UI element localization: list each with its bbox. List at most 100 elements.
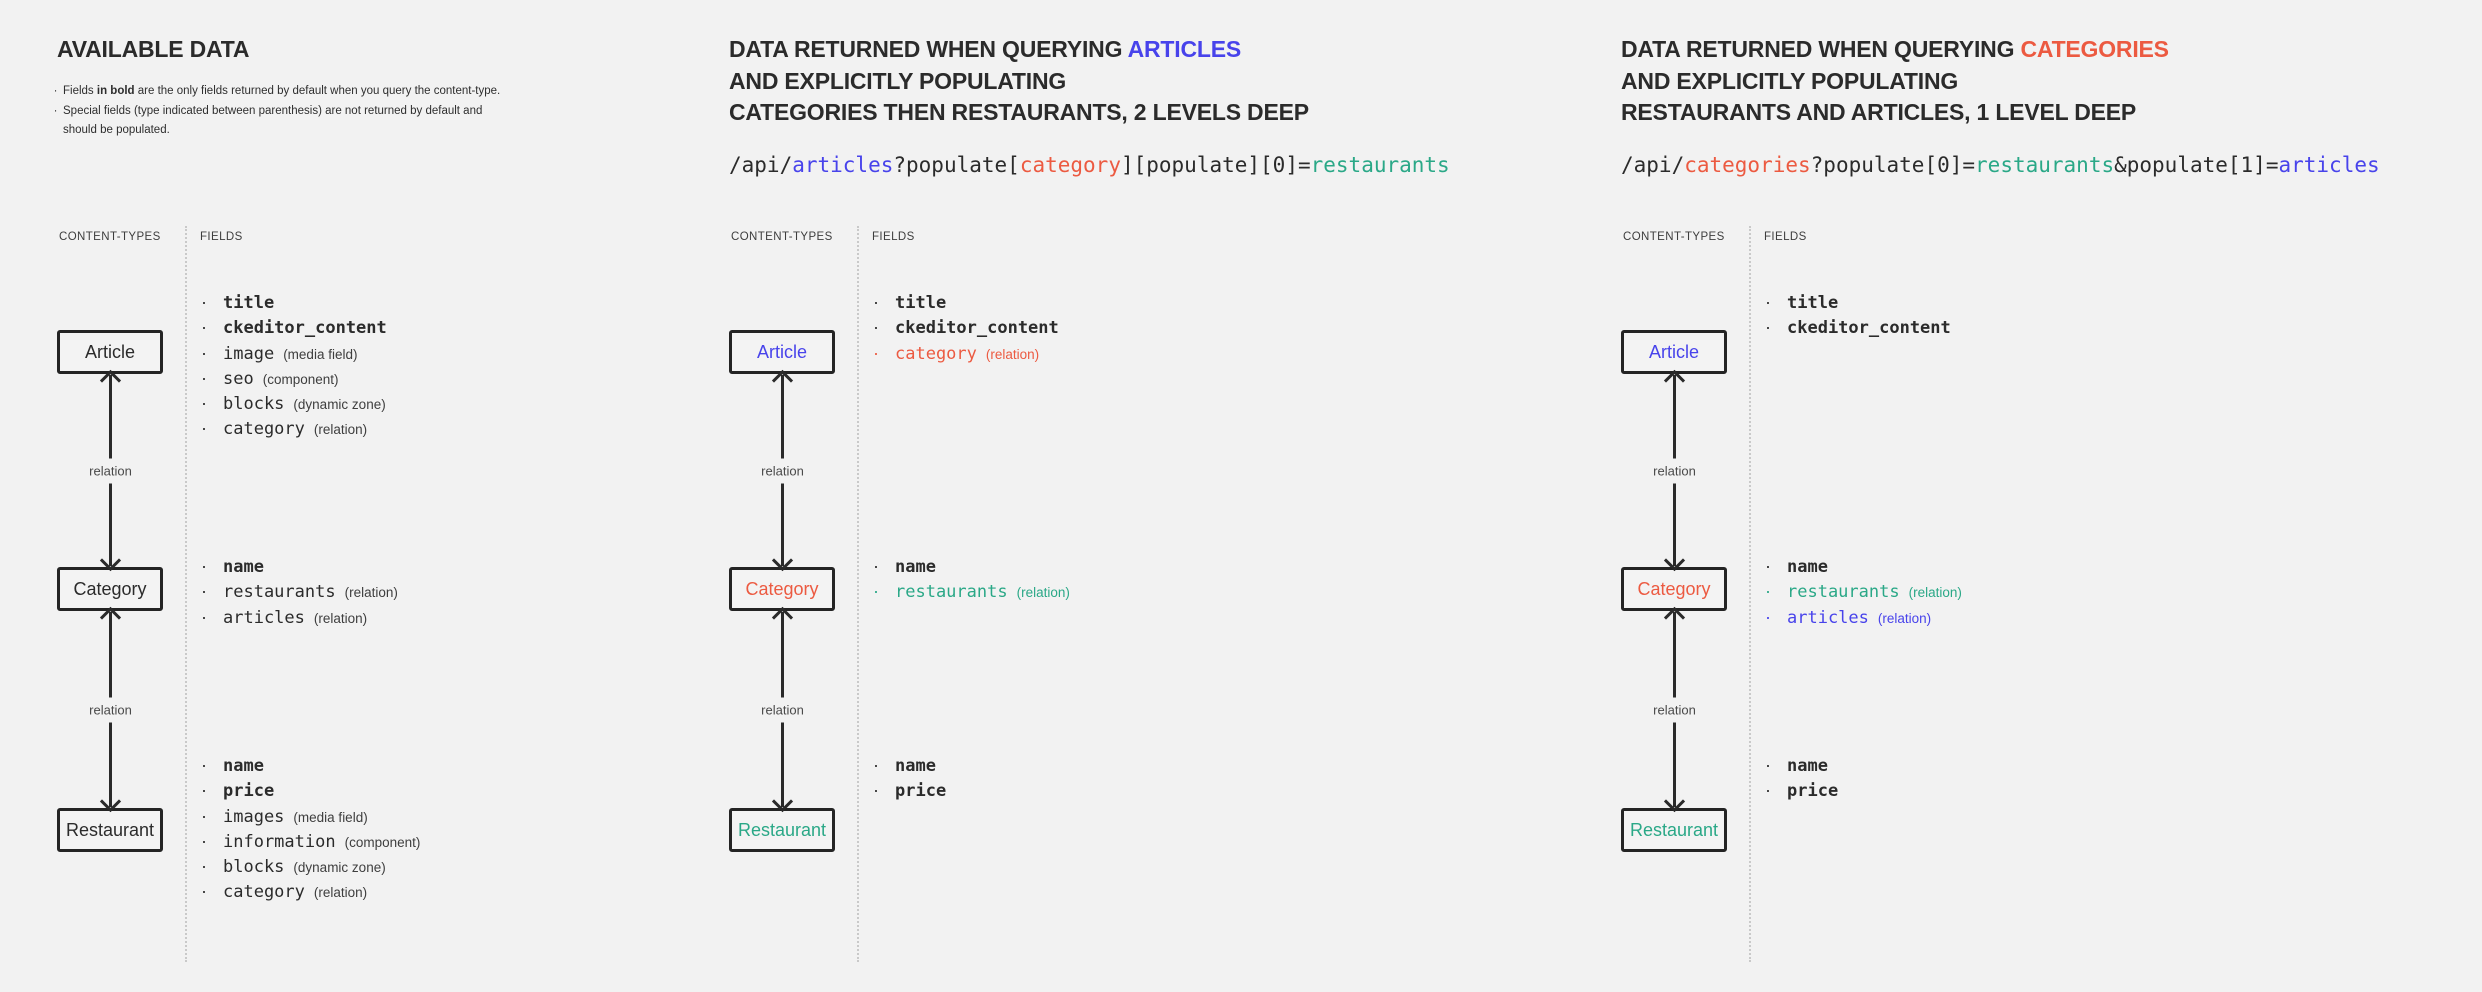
note-text: Fields in bold are the only fields retur… <box>63 82 518 102</box>
api-query: /api/categories?populate[0]=restaurants&… <box>1621 152 2380 178</box>
bullet-icon: · <box>201 393 207 414</box>
bullet-icon: · <box>873 342 879 363</box>
field-row: · price <box>873 778 946 803</box>
bullet-icon: · <box>873 317 879 338</box>
note-item: · Fields in bold are the only fields retu… <box>48 82 528 102</box>
field-name: blocks <box>223 394 285 415</box>
bullet-icon: · <box>873 292 879 312</box>
node-article: Article <box>57 330 163 374</box>
field-group: ·title·ckeditor_content·category(relatio… <box>873 290 1059 366</box>
bullet-icon: · <box>1765 606 1771 627</box>
field-row: · image (media field) <box>201 341 387 366</box>
field-name: title <box>1787 293 1839 313</box>
field-name: name <box>223 756 264 776</box>
field-name: ckeditor_content <box>895 318 1059 339</box>
column-header-content-types: CONTENT-TYPES <box>59 231 161 243</box>
bullet-icon: · <box>1765 755 1771 775</box>
api-segment: categories <box>1684 153 1811 177</box>
node-label: Category <box>745 579 819 599</box>
bullet-icon: · <box>1765 317 1771 338</box>
api-segment: /api/ <box>729 153 793 177</box>
field-group: · name· price <box>1765 753 1838 804</box>
field-group: ·title·ckeditor_content·image(media fiel… <box>201 290 387 442</box>
relation-label: relation <box>756 458 809 483</box>
field-name: price <box>895 781 947 802</box>
field-row: ·articles(relation) <box>1765 605 1962 630</box>
bullet-icon: · <box>201 830 207 851</box>
field-name: category <box>895 343 977 364</box>
field-type: (dynamic zone) <box>293 397 386 413</box>
field-row: · blocks (dynamic zone) <box>201 391 387 416</box>
relation-edge: relation <box>756 606 809 813</box>
field-name: name <box>1787 756 1828 776</box>
api-query: /api/articles?populate[category][populat… <box>729 152 1450 178</box>
field-name: image <box>223 343 275 364</box>
field-name: price <box>223 781 275 802</box>
heading-segment: RESTAURANTS AND ARTICLES, 1 LEVEL DEEP <box>1621 99 2137 125</box>
panel-available-data: AVAILABLE DATA · Fields in bold are the on… <box>54 0 897 992</box>
heading-line: AVAILABLE DATA <box>57 34 249 66</box>
node-article: Article <box>729 330 835 374</box>
bullet-icon: · <box>1765 292 1771 312</box>
api-segment: ][populate][0]= <box>1120 153 1311 177</box>
field-row: ·ckeditor_content <box>1765 315 1951 340</box>
node-category: Category <box>1621 567 1727 611</box>
field-name: articles <box>223 607 305 628</box>
bullet-icon: · <box>201 881 207 902</box>
column-divider <box>185 226 187 962</box>
heading-segment: DATA RETURNED WHEN QUERYING <box>1621 36 2021 62</box>
api-segment: ?populate[0]= <box>1810 153 1976 177</box>
node-label: Category <box>1637 579 1711 599</box>
field-group: · title·ckeditor_content <box>1765 290 1951 341</box>
field-type: (relation) <box>1908 585 1962 601</box>
relation-label: relation <box>756 697 809 722</box>
node-category: Category <box>57 567 163 611</box>
heading-segment: AND EXPLICITLY POPULATING <box>729 67 1067 94</box>
node-label: Category <box>73 579 147 599</box>
column-header-content-types: CONTENT-TYPES <box>1623 231 1725 243</box>
field-group: ·name·restaurants(relation) <box>873 554 1070 605</box>
field-row: ·images(media field) <box>201 804 420 829</box>
bullet-icon: · <box>873 755 879 775</box>
note-segment: in bold <box>96 85 135 97</box>
node-category: Category <box>729 567 835 611</box>
bullet-icon: · <box>201 856 207 877</box>
field-row: ·blocks(dynamic zone) <box>201 854 420 879</box>
api-segment: restaurants <box>1975 153 2115 177</box>
bullet-icon: · <box>873 556 879 576</box>
api-segment: /api/ <box>1621 153 1685 177</box>
field-type: (media field) <box>293 809 368 825</box>
field-name: category <box>223 419 305 440</box>
bullet-icon: · <box>53 85 58 97</box>
field-row: ·seo(component) <box>201 366 387 391</box>
field-name: price <box>1787 781 1839 802</box>
field-row: ·restaurants(relation) <box>201 579 398 604</box>
field-row: ·category(relation) <box>873 341 1059 366</box>
api-segment: category <box>1019 153 1121 177</box>
field-type: (component) <box>262 371 339 387</box>
field-row: · name <box>1765 753 1838 778</box>
bullet-icon: · <box>201 780 207 801</box>
field-row: ·title <box>201 290 387 315</box>
field-row: ·name <box>201 554 398 579</box>
bullet-icon: · <box>201 805 207 826</box>
field-type: (relation) <box>313 885 368 901</box>
field-name: restaurants <box>895 582 1008 603</box>
node-label: Restaurant <box>65 820 155 840</box>
heading-line: AND EXPLICITLY POPULATING <box>1621 66 2169 98</box>
bullet-icon: · <box>873 780 879 801</box>
field-name: title <box>895 293 947 313</box>
column-header-fields: FIELDS <box>1764 231 1807 243</box>
field-row: ·category(relation) <box>201 879 420 904</box>
heading-line: DATA RETURNED WHEN QUERYING CATEGORIES <box>1621 34 2169 66</box>
relation-edge: relation <box>1648 369 1701 572</box>
field-type: (media field) <box>283 346 358 362</box>
api-segment: articles <box>2278 153 2380 177</box>
field-group: ·name·restaurants(relation)·articles(rel… <box>201 554 398 630</box>
field-name: articles <box>1787 607 1869 628</box>
bullet-icon: · <box>201 581 207 602</box>
column-header-fields: FIELDS <box>872 231 915 243</box>
bullet-icon: · <box>201 342 207 363</box>
